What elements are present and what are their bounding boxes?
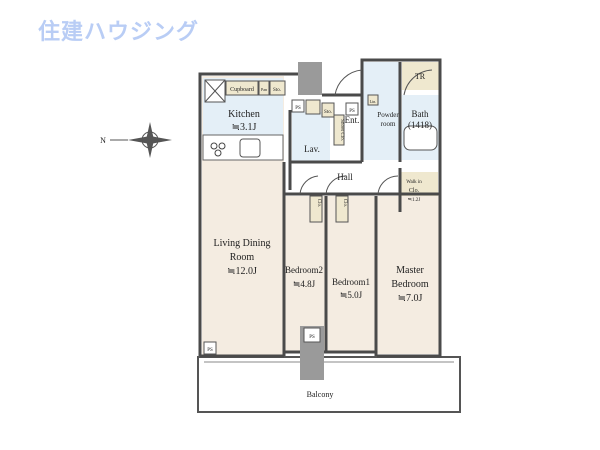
- hall-label: Hall: [337, 172, 353, 182]
- master-label: Master: [396, 265, 424, 276]
- living-label-2: Room: [230, 252, 255, 263]
- ps-label: PS: [207, 348, 213, 353]
- kitchen-size: ≒3.1J: [232, 122, 257, 133]
- powder-label: Powder: [377, 111, 399, 119]
- lav-area: [292, 112, 330, 162]
- closet-label: Clo.: [342, 199, 347, 207]
- kitchen-label: Kitchen: [228, 109, 260, 120]
- ps-label: PS: [295, 106, 301, 111]
- walkin-label-2: Clo.: [409, 188, 420, 194]
- storage-label: Sto.: [273, 88, 281, 93]
- linen-label: Lin.: [370, 99, 377, 104]
- cupboard-label: Cupboard: [230, 87, 254, 93]
- master-size: ≒7.0J: [398, 293, 423, 304]
- closet-label: Clo.: [316, 199, 321, 207]
- company-logo: 住建ハウジング: [38, 20, 200, 45]
- lav-label: Lav.: [304, 144, 320, 154]
- compass-rose: [110, 122, 172, 158]
- bedroom1-area: [327, 196, 375, 351]
- tr-area: [402, 62, 439, 90]
- ps-label: PS: [349, 109, 355, 114]
- shoes-closet-label: Shoes Clo.: [339, 119, 344, 141]
- ps-label: PS: [309, 335, 315, 340]
- master-area: [377, 196, 439, 354]
- walkin-label: Walk in: [406, 180, 422, 185]
- balcony-label: Balcony: [307, 390, 334, 399]
- bedroom1-size: ≒5.0J: [340, 290, 363, 300]
- balcony-area: [197, 356, 461, 413]
- tr-label: TR: [415, 72, 426, 81]
- ent-label: Ent.: [345, 115, 360, 125]
- doors: [299, 69, 433, 195]
- bath-size: (1418): [408, 120, 432, 130]
- pantry-label: Pan: [261, 87, 267, 92]
- bath-label: Bath: [412, 109, 429, 119]
- storage-label-2: Sto.: [324, 110, 332, 115]
- powder-label-2: room: [381, 120, 396, 128]
- master-label-2: Bedroom: [391, 279, 428, 290]
- powder-area: [363, 62, 400, 160]
- bedroom2-label: Bedroom2: [285, 265, 323, 275]
- living-label: Living Dining: [214, 238, 271, 249]
- walls: [198, 58, 442, 358]
- bedroom1-label: Bedroom1: [332, 277, 370, 287]
- living-size: ≒12.0J: [227, 266, 257, 277]
- walkin-size: ≒1.2J: [408, 198, 420, 203]
- structural-column: [298, 62, 322, 95]
- bedroom2-size: ≒4.8J: [293, 279, 316, 289]
- compass-north-label: N: [100, 136, 106, 145]
